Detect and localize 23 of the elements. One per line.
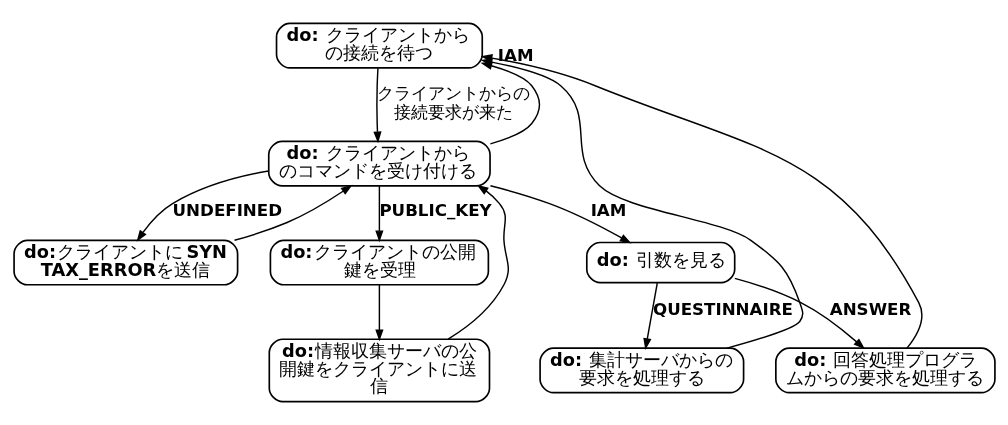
arrow (136, 170, 269, 242)
node-box: do: クライアントからの接続を待つ (275, 22, 483, 69)
edge-label: IAM (590, 200, 626, 220)
arrow (374, 284, 384, 342)
edge-label: PUBLIC_KEY (378, 200, 492, 220)
edge-label: IAM (497, 45, 534, 65)
edge-label: QUESTINNAIRE (652, 299, 793, 319)
node-box: do:クライアントの公開鍵を受理 (269, 239, 489, 286)
node-box: do:情報収集サーバの公開鍵をクライアントに送信 (267, 338, 490, 403)
node-box: do: 引数を見る (585, 241, 736, 284)
edge-label: UNDEFINED (172, 200, 282, 220)
arrow (489, 185, 631, 244)
arrow (233, 184, 353, 242)
edge-label: クライアントからの接続要求が来た (376, 84, 530, 122)
node-box: do: クライアントからのコマンドを受け付ける (267, 140, 491, 187)
node-box: do: 集計サーバからの要求を処理する (538, 347, 744, 394)
arrow (372, 67, 382, 144)
arrow (446, 184, 509, 340)
edge-label: ANSWER (829, 299, 911, 319)
arrow (374, 185, 384, 243)
arrow (733, 277, 865, 350)
node-box: do: 回答処理プログラムからの要求を処理する (774, 347, 996, 394)
arrow (642, 282, 658, 351)
